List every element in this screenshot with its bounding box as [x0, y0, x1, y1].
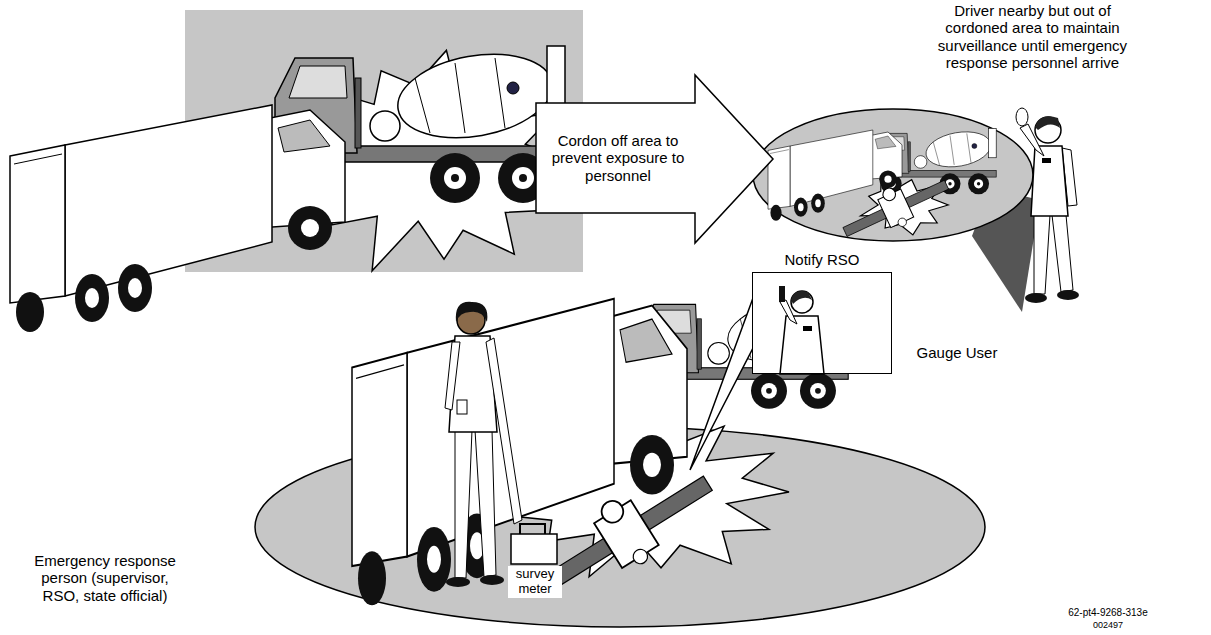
illustration-part [446, 577, 470, 587]
illustration-part [1052, 215, 1073, 292]
illustration-part [456, 302, 488, 322]
gauge-user-figure [779, 286, 824, 374]
responder-note: Emergency response person (supervisor, R… [30, 552, 180, 604]
driver-figure [1016, 108, 1079, 303]
callout-box: Notify RSO [752, 272, 892, 374]
figure-id: 62-pt4-9268-313e [1048, 607, 1168, 619]
callout-pointer [690, 298, 753, 470]
part-label: survey meter [508, 566, 562, 598]
arrow-text: Cordon off area to prevent exposure to p… [543, 107, 693, 209]
illustration-part [445, 342, 460, 410]
illustration-part [791, 291, 813, 313]
illustration-part [1035, 116, 1060, 130]
illustration-part [480, 575, 504, 585]
callout-heading: Notify RSO [753, 251, 891, 268]
illustration-part [457, 400, 467, 414]
survey-meter-icon [511, 524, 557, 564]
illustration-part [1042, 158, 1051, 163]
figure-id: 002497 [1048, 620, 1168, 630]
callout-box-fill [752, 272, 892, 374]
illustration-part [791, 291, 812, 304]
illustration-part [1057, 290, 1079, 300]
illustration-part [1031, 146, 1068, 216]
illustration-part [520, 524, 545, 534]
cordon-arrow: Cordon off area to prevent exposure to p… [535, 73, 775, 245]
illustration-part [1034, 215, 1050, 294]
illustration-part [779, 286, 785, 302]
illustration-part [836, 165, 955, 250]
illustration-part [455, 430, 472, 578]
driver-note: Driver nearby but out of cordoned area t… [935, 2, 1130, 71]
illustration-part [1016, 108, 1028, 126]
illustration-part [1035, 117, 1061, 143]
illustration-part [511, 534, 557, 564]
illustration-part [803, 326, 812, 331]
arrow-shape [536, 75, 773, 243]
responder-figure [445, 302, 522, 587]
illustration-part [10, 105, 345, 332]
illustration-part [780, 316, 824, 374]
role-label: Gauge User [902, 344, 1012, 361]
illustration-part [475, 430, 496, 577]
illustration-part [1025, 293, 1047, 303]
illustration-part [486, 338, 522, 524]
